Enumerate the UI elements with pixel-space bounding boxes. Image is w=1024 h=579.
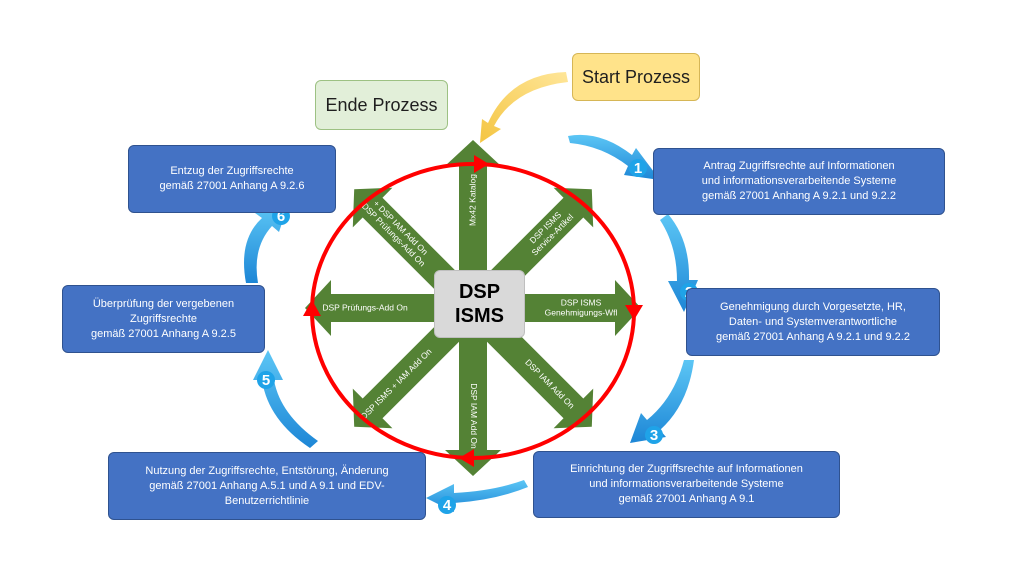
step-1-text: Antrag Zugriffsrechte auf Informationen …	[701, 160, 897, 202]
cycle-arrow-1	[568, 134, 660, 180]
spoke-arrow-5: DSP IAM Add On	[445, 326, 501, 476]
start-process-box[interactable]: Start Prozess	[572, 53, 700, 101]
step-2-text: Genehmigung durch Vorgesetzte, HR, Daten…	[716, 300, 910, 343]
spoke-shape-3	[491, 280, 641, 336]
step-3-text: Einrichtung der Zugriffsrechte auf Infor…	[570, 463, 803, 505]
spoke-label-6-1: DSP ISMS + IAM Add On	[359, 346, 434, 421]
spoke-shape-6	[352, 310, 471, 429]
cycle-arrow-5	[253, 350, 318, 448]
spoke-label-7-1: DSP Prüfungs-Add On	[322, 302, 408, 312]
cycle-arrow-6	[244, 205, 288, 283]
step-4-text: Nutzung der Zugriffsrechte, Entstörung, …	[145, 464, 389, 507]
center-dsp-isms-box: DSP ISMS	[434, 270, 525, 338]
center-label: DSP ISMS	[455, 281, 504, 327]
ring-arrowhead-left	[303, 300, 321, 316]
ring-arrowhead-top	[474, 155, 489, 173]
step-1-number-badge	[629, 159, 647, 177]
step-1-number: 1	[634, 160, 642, 177]
spoke-label-5-1: DSP IAM Add On	[469, 383, 479, 449]
end-process-label: Ende Prozess	[325, 94, 438, 115]
ring-arrowhead-right	[625, 305, 643, 320]
spoke-label-3-1: DSP ISMS	[561, 297, 602, 307]
cycle-arrow-3	[630, 360, 694, 443]
step-4-box[interactable]: Nutzung der Zugriffsrechte, Entstörung, …	[108, 452, 426, 520]
step-6-box[interactable]: Entzug der Zugriffsrechte gemäß 27001 An…	[128, 145, 336, 213]
spoke-label-1-1: Mx42 Katalog	[467, 174, 477, 226]
step-2-box[interactable]: Genehmigung durch Vorgesetzte, HR, Daten…	[686, 288, 940, 356]
step-3-box[interactable]: Einrichtung der Zugriffsrechte auf Infor…	[533, 451, 840, 518]
end-process-box[interactable]: Ende Prozess	[315, 80, 448, 130]
step-3-number: 3	[650, 427, 658, 444]
spoke-label-3-2: Genehmigungs-Wfl	[545, 307, 618, 317]
step-5-text: Überprüfung der vergebenen Zugriffsrecht…	[91, 297, 236, 340]
step-4-number: 4	[443, 497, 452, 514]
step-3-number-badge	[645, 426, 663, 444]
spoke-shape-5	[445, 326, 501, 476]
step-5-number: 5	[262, 372, 270, 389]
spoke-shape-1	[445, 140, 501, 290]
spoke-arrow-1: Mx42 Katalog	[445, 140, 501, 290]
start-process-label: Start Prozess	[581, 66, 691, 87]
start-arrow	[480, 72, 568, 143]
spoke-shape-4	[475, 310, 594, 429]
step-6-number: 6	[277, 208, 285, 225]
step-5-box[interactable]: Überprüfung der vergebenen Zugriffsrecht…	[62, 285, 265, 353]
spoke-shape-7	[305, 280, 455, 336]
step-6-text: Entzug der Zugriffsrechte gemäß 27001 An…	[159, 165, 305, 192]
step-4-number-badge	[438, 496, 456, 514]
step-1-box[interactable]: Antrag Zugriffsrechte auf Informationen …	[653, 148, 945, 215]
ring-arrowhead-bottom	[459, 449, 474, 467]
step-5-number-badge	[257, 371, 275, 389]
spoke-arrow-7: DSP Prüfungs-Add On	[305, 280, 455, 336]
